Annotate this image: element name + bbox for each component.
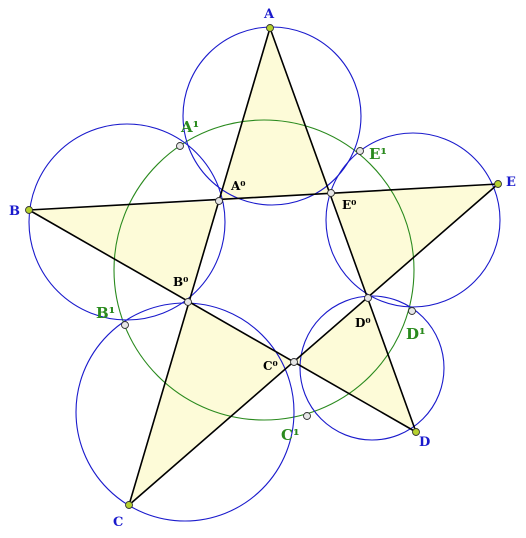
labels: A B C D E A⁰ B⁰ C⁰ D⁰ E⁰ A¹ B¹ C¹ D¹ E¹ bbox=[9, 7, 516, 530]
triangle-c bbox=[129, 302, 294, 505]
label-a0: A⁰ bbox=[230, 179, 246, 193]
triangle-a bbox=[219, 28, 331, 201]
label-a: A bbox=[263, 7, 275, 22]
label-c1: C¹ bbox=[281, 426, 300, 444]
point-d1 bbox=[408, 307, 416, 315]
line-a-d bbox=[269, 27, 417, 433]
label-b0: B⁰ bbox=[173, 275, 188, 289]
label-e0: E⁰ bbox=[342, 198, 356, 212]
triangle-b bbox=[29, 201, 219, 302]
label-d0: D⁰ bbox=[355, 316, 371, 330]
point-c1 bbox=[303, 412, 311, 420]
point-a bbox=[266, 24, 274, 32]
line-b-d bbox=[28, 209, 417, 433]
point-c bbox=[125, 501, 133, 509]
line-a-c bbox=[128, 27, 271, 506]
label-d1: D¹ bbox=[406, 325, 426, 343]
triangle-d bbox=[294, 298, 416, 432]
label-d: D bbox=[419, 435, 430, 450]
circle-d bbox=[299, 295, 445, 441]
label-c0: C⁰ bbox=[263, 359, 278, 373]
point-b1 bbox=[121, 321, 129, 329]
triangle-e bbox=[331, 184, 498, 298]
miquel-circle bbox=[113, 119, 415, 421]
point-d0 bbox=[364, 294, 372, 302]
label-a1: A¹ bbox=[180, 118, 199, 136]
points bbox=[25, 24, 502, 509]
point-b0 bbox=[184, 298, 192, 306]
point-e bbox=[494, 180, 502, 188]
point-c0 bbox=[290, 358, 298, 366]
point-e1 bbox=[356, 147, 364, 155]
point-e0 bbox=[327, 189, 335, 197]
label-b1: B¹ bbox=[96, 304, 115, 322]
label-e1: E¹ bbox=[369, 145, 387, 163]
point-a1 bbox=[176, 142, 184, 150]
shaded-triangles bbox=[29, 28, 498, 505]
label-e: E bbox=[506, 175, 516, 190]
circle-e bbox=[325, 132, 501, 308]
pentagram-lines bbox=[28, 27, 499, 506]
line-b-e bbox=[28, 183, 499, 211]
point-b bbox=[25, 206, 33, 214]
label-b: B bbox=[9, 204, 20, 219]
line-c-e bbox=[128, 183, 499, 506]
label-c: C bbox=[113, 515, 123, 530]
point-d bbox=[412, 428, 420, 436]
point-a0 bbox=[215, 197, 223, 205]
